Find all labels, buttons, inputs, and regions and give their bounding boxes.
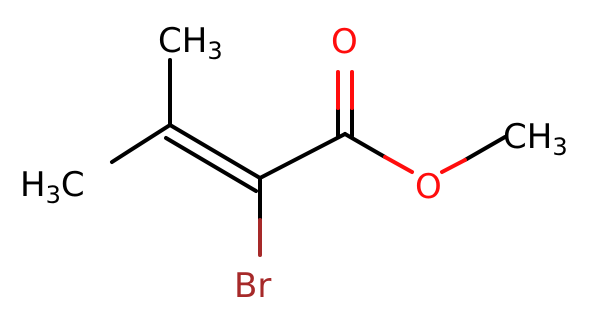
bond-oester-methyl-red — [440, 158, 467, 174]
bond-c2-c1 — [258, 132, 347, 180]
bond-oester-methyl-black — [463, 135, 507, 162]
carbonyl-oxygen-label: O — [331, 22, 358, 62]
bond-c1-oester-red — [383, 155, 414, 174]
bond-c2-c3-double-inner — [164, 136, 258, 193]
bond-c1-oester-black — [343, 132, 387, 159]
bond-c3-methyl-left — [110, 123, 172, 164]
methyl-top-label: CH3 — [158, 21, 223, 65]
methyl-ester-label: CH3 — [503, 117, 568, 161]
bromine-label: Br — [234, 266, 271, 306]
methyl-left-label: H3C — [20, 165, 85, 209]
ester-oxygen-label: O — [415, 167, 442, 207]
bond-c2-c3-double-outer — [168, 123, 262, 180]
